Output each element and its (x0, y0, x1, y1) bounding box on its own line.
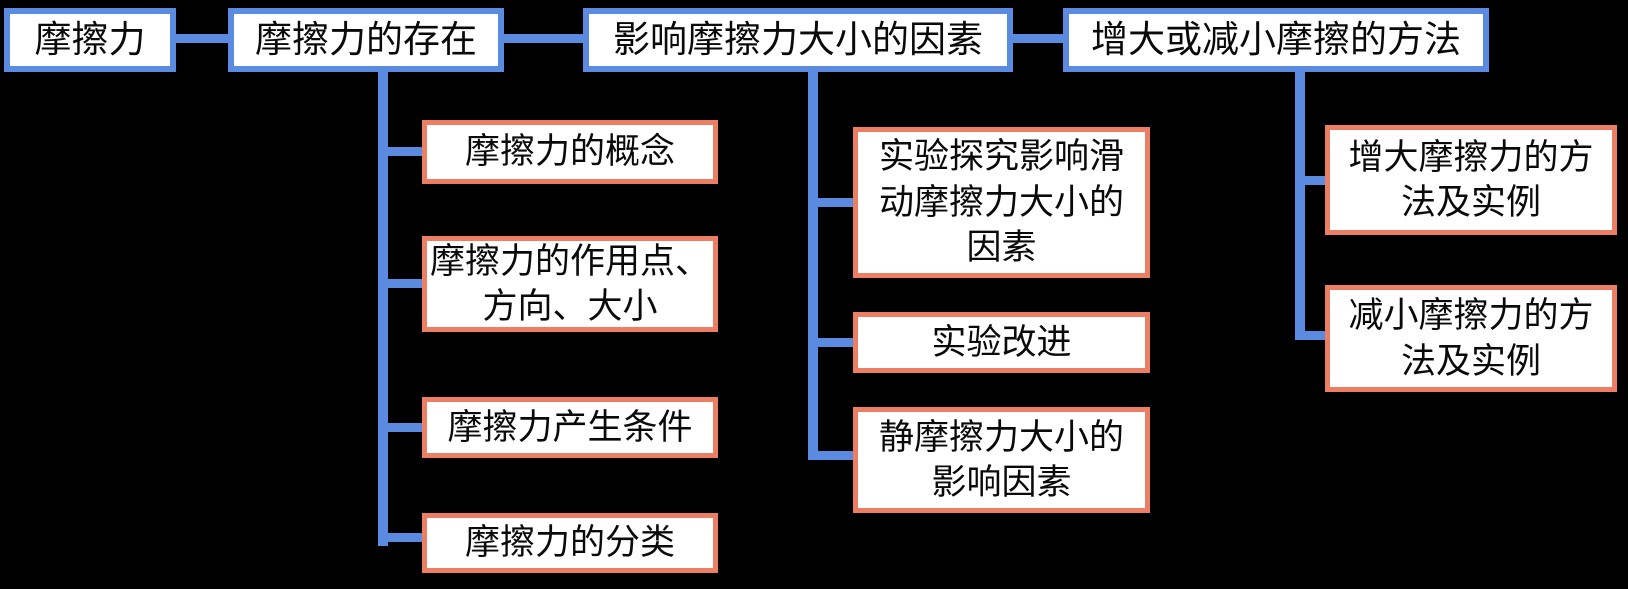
trunk-factors-affecting-friction (808, 70, 818, 460)
node-factors-affecting-friction: 影响摩擦力大小的因素 (583, 8, 1013, 72)
branch-line-static-friction-factors (813, 451, 853, 460)
branch-line-decrease-friction (1300, 331, 1325, 340)
branch-line-experiment-improvement (813, 338, 853, 347)
node-decrease-friction-methods: 减小摩擦力的方 法及实例 (1325, 285, 1617, 392)
branch-line-increase-friction (1300, 176, 1325, 185)
node-friction-concept: 摩擦力的概念 (422, 120, 718, 184)
node-increase-decrease-methods: 增大或减小摩擦的方法 (1063, 8, 1489, 72)
connector-existence-factors (504, 34, 583, 43)
branch-line-friction-concept (383, 147, 428, 156)
branch-line-friction-classification (383, 533, 428, 542)
connector-friction-existence (176, 34, 228, 43)
node-friction-conditions: 摩擦力产生条件 (422, 397, 718, 458)
node-friction-point-direction-magnitude: 摩擦力的作用点、 方向、大小 (422, 236, 718, 332)
node-experiment-improvement: 实验改进 (853, 312, 1150, 373)
trunk-friction-existence (378, 70, 388, 546)
node-static-friction-factors: 静摩擦力大小的 影响因素 (853, 407, 1150, 513)
trunk-increase-decrease-methods (1295, 70, 1305, 340)
branch-line-friction-conditions (383, 423, 428, 432)
branch-line-sliding-friction-experiment (813, 198, 853, 207)
branch-line-point-direction-magnitude (383, 279, 428, 288)
node-friction: 摩擦力 (4, 8, 176, 72)
node-increase-friction-methods: 增大摩擦力的方 法及实例 (1325, 125, 1617, 235)
connector-factors-methods (1013, 34, 1063, 43)
node-friction-existence: 摩擦力的存在 (228, 8, 504, 72)
node-sliding-friction-experiment: 实验探究影响滑 动摩擦力大小的 因素 (853, 127, 1150, 278)
node-friction-classification: 摩擦力的分类 (422, 513, 718, 573)
